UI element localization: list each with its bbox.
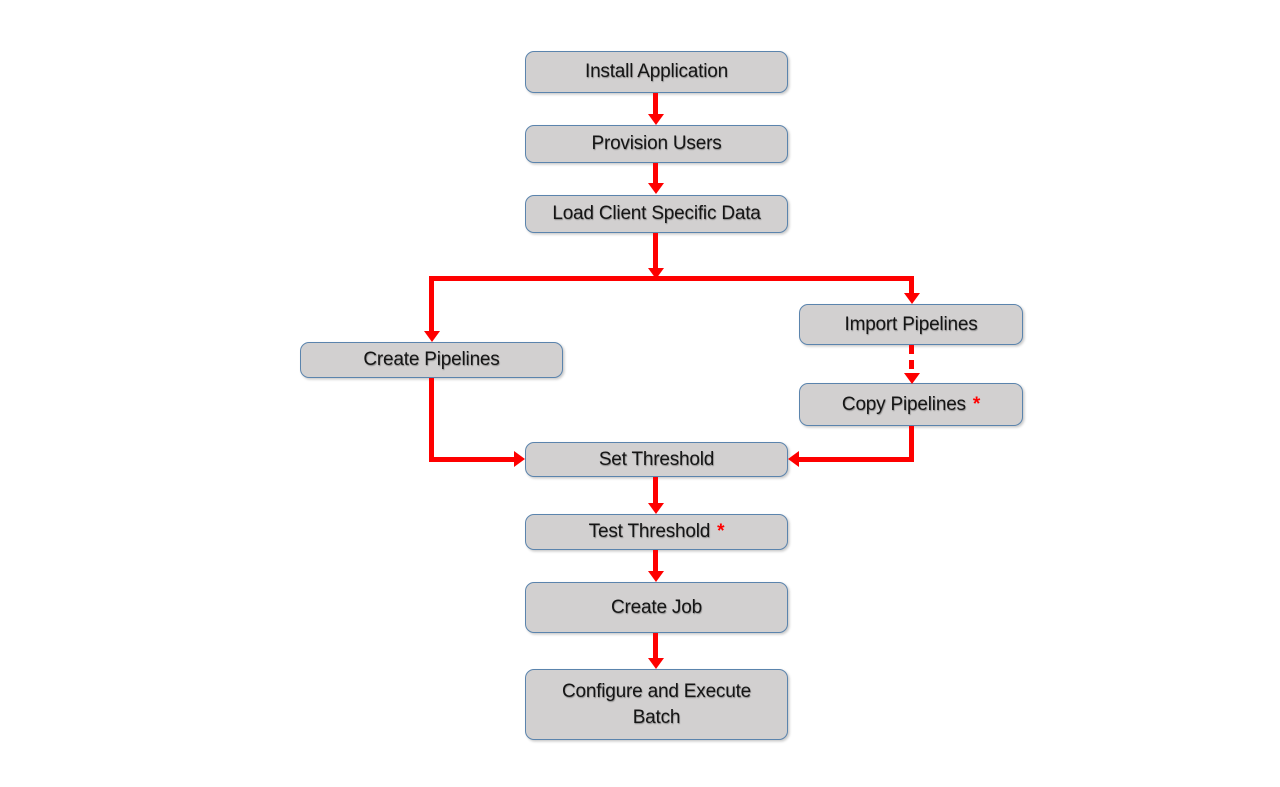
node-set-threshold: Set Threshold [525, 442, 788, 477]
node-copy-pipelines-asterisk: * [972, 393, 981, 415]
connector-branch-to-import-arrowhead-icon [904, 293, 920, 304]
connector-import-to-copy-dashed [909, 345, 914, 374]
node-provision-users-label: Provision Users [591, 133, 722, 154]
connector-job-to-batch [653, 633, 658, 659]
connector-set-to-test [653, 477, 658, 504]
connector-install-to-provision-arrowhead-icon [648, 114, 664, 125]
connector-branch-to-create [429, 276, 434, 332]
connector-create-to-set-arrowhead-icon [514, 451, 525, 467]
node-configure-and-execute-batch: Configure and Execute Batch [525, 669, 788, 740]
node-provision-users: Provision Users [525, 125, 788, 163]
connector-branch-to-create-arrowhead-icon [424, 331, 440, 342]
node-load-client-specific-data-label: Load Client Specific Data [552, 203, 761, 224]
node-create-pipelines-label: Create Pipelines [363, 349, 500, 370]
node-install-application: Install Application [525, 51, 788, 93]
connector-load-to-branch [653, 233, 658, 269]
node-import-pipelines: Import Pipelines [799, 304, 1023, 345]
connector-provision-to-load [653, 163, 658, 184]
node-copy-pipelines-label: Copy Pipelines [841, 393, 966, 415]
node-test-threshold: Test Threshold * [525, 514, 788, 550]
node-create-pipelines: Create Pipelines [300, 342, 563, 378]
connector-branch-to-import [909, 276, 914, 294]
node-test-threshold-asterisk: * [717, 521, 725, 542]
connector-copy-to-set-vertical [909, 426, 914, 461]
connector-create-to-set-horizontal [429, 457, 514, 462]
connector-test-to-job [653, 550, 658, 572]
connector-test-to-job-arrowhead-icon [648, 571, 664, 582]
connector-branch-horizontal-line [429, 276, 914, 281]
node-create-job: Create Job [525, 582, 788, 633]
node-configure-and-execute-batch-label: Configure and Execute Batch [561, 680, 752, 728]
connector-install-to-provision [653, 93, 658, 115]
connector-job-to-batch-arrowhead-icon [648, 658, 664, 669]
connector-set-to-test-arrowhead-icon [648, 503, 664, 514]
connector-copy-to-set-arrowhead-icon [788, 451, 799, 467]
connector-provision-to-load-arrowhead-icon [648, 183, 664, 194]
connector-copy-to-set-horizontal [799, 457, 914, 462]
node-import-pipelines-label: Import Pipelines [844, 313, 978, 335]
node-load-client-specific-data: Load Client Specific Data [525, 195, 788, 233]
node-copy-pipelines: Copy Pipelines * [799, 383, 1023, 426]
node-test-threshold-label: Test Threshold [588, 521, 711, 542]
node-install-application-label: Install Application [584, 61, 728, 82]
connector-create-to-set-vertical [429, 378, 434, 461]
connector-load-to-branch-arrowhead-icon [648, 268, 664, 279]
node-create-job-label: Create Job [611, 596, 702, 618]
connector-import-to-copy-arrowhead-icon [904, 373, 920, 384]
node-set-threshold-label: Set Threshold [598, 448, 715, 470]
